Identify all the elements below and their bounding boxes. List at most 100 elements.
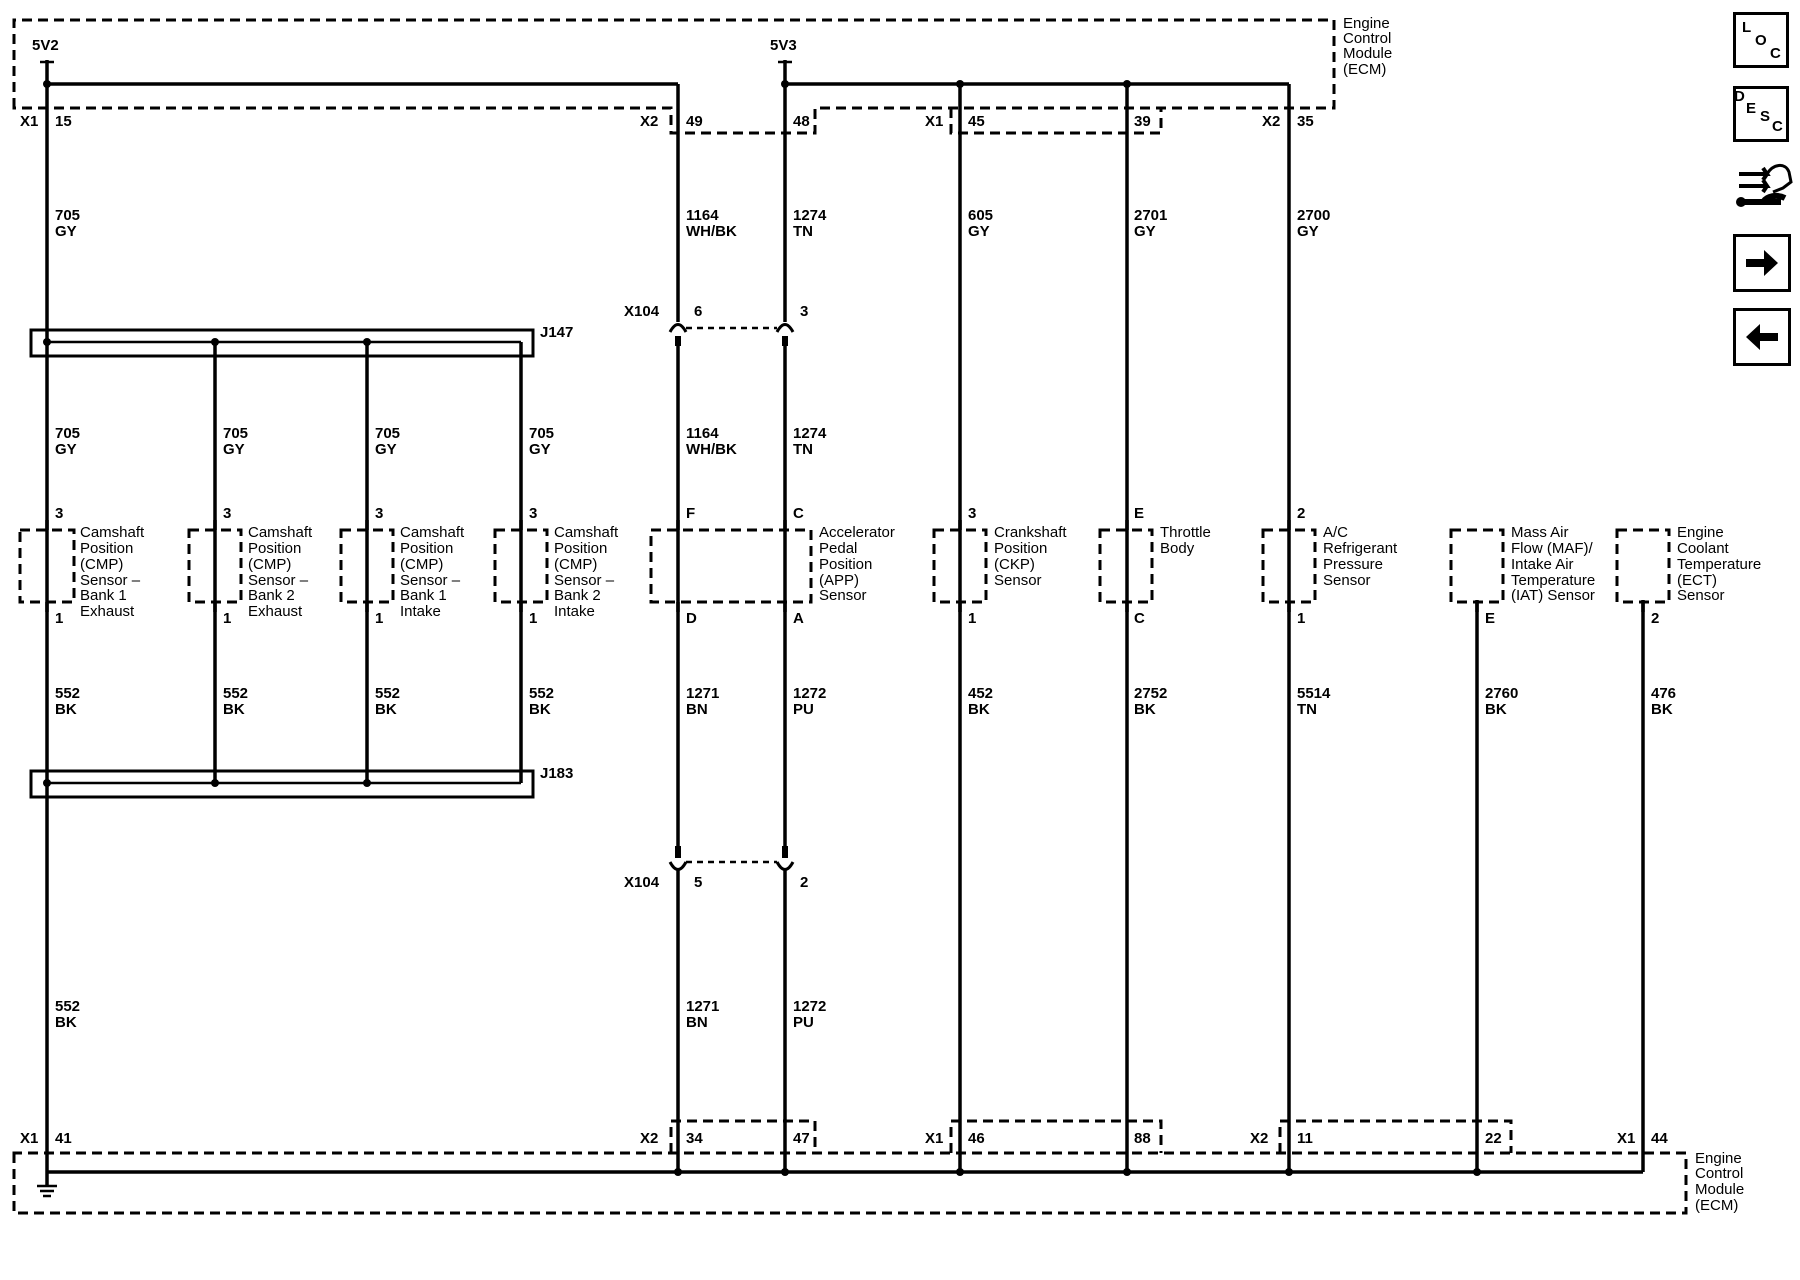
arrow-right-icon xyxy=(1746,250,1778,276)
x104-pin-bottom-left: 5 xyxy=(694,874,702,891)
arrow-left-icon xyxy=(1746,324,1778,350)
wire-1271-bot-color: BN xyxy=(686,1014,708,1031)
bot-pin-88: 88 xyxy=(1134,1130,1151,1147)
wire-1274-top-color: TN xyxy=(793,223,813,240)
x104-pin-top-right: 3 xyxy=(800,303,808,320)
cmp-b1-exh-name-3: (CMP) xyxy=(80,556,123,573)
x104-pin-top-left: 6 xyxy=(694,303,702,320)
cmp-b1-int-name-2: Position xyxy=(400,540,453,557)
ecm-top-pins: X1 15 X2 49 48 X1 45 39 X2 35 xyxy=(20,113,1314,130)
ecm-name-bottom-1: Engine xyxy=(1695,1150,1742,1167)
top-conn-x2-a: X2 xyxy=(640,113,658,130)
cmp-b2-exh-pin-bottom: 1 xyxy=(223,610,231,627)
wire-1164-top-num: 1164 xyxy=(686,207,719,224)
component-cmp-b2-intake: 3 1 Camshaft Position (CMP) Sensor – Ban… xyxy=(493,505,619,627)
wire-2701-num: 2701 xyxy=(1134,207,1167,224)
cmp-b1-int-name-1: Camshaft xyxy=(400,524,465,541)
cmp-b2-exh-name-5: Bank 2 xyxy=(248,587,295,604)
ckp-name-2: Position xyxy=(994,540,1047,557)
bot-pin-46: 46 xyxy=(968,1130,985,1147)
wire-476-num: 476 xyxy=(1651,685,1676,702)
app-pin-f: F xyxy=(686,505,695,522)
desc-button[interactable]: D E S C xyxy=(1733,86,1789,142)
desc-letter-d: D xyxy=(1734,88,1745,105)
wire-labels: 705 GY 1164 WH/BK 1274 TN 605 GY 2701 GY… xyxy=(55,207,1676,1031)
component-ckp-sensor: 3 1 Crankshaft Position (CKP) Sensor xyxy=(932,505,1067,627)
wire-1272-mid-num: 1272 xyxy=(793,685,826,702)
next-button[interactable] xyxy=(1733,234,1791,292)
loc-letter-c: C xyxy=(1770,45,1781,62)
ground-symbol xyxy=(37,1168,1481,1198)
desc-letter-e: E xyxy=(1746,100,1757,117)
wire-705-main-num: 705 xyxy=(55,207,80,224)
wire-552-b-color: BK xyxy=(223,701,245,718)
power-rail-5v3: 5V3 xyxy=(770,37,1289,88)
wire-1274-mid-num: 1274 xyxy=(793,425,827,442)
wire-1271-bot-num: 1271 xyxy=(686,998,719,1015)
bot-pin-44: 44 xyxy=(1651,1130,1668,1147)
wire-1164-mid-num: 1164 xyxy=(686,425,719,442)
splice-j183: J183 xyxy=(29,765,573,799)
wire-1272-mid-color: PU xyxy=(793,701,814,718)
bot-pin-34: 34 xyxy=(686,1130,703,1147)
component-cmp-b1-intake: 3 1 Camshaft Position (CMP) Sensor – Ban… xyxy=(339,505,465,627)
wire-1272-bot-num: 1272 xyxy=(793,998,826,1015)
cmp-b2-int-pin-top: 3 xyxy=(529,505,537,522)
bot-pin-11: 11 xyxy=(1297,1130,1313,1147)
ckp-name-4: Sensor xyxy=(994,572,1042,589)
splice-label-j183: J183 xyxy=(540,765,573,782)
wire-2760-color: BK xyxy=(1485,701,1507,718)
ecm-bottom-pins: X1 41 X2 34 47 X1 46 88 X2 11 22 X1 44 xyxy=(20,1130,1668,1147)
wire-552-b-num: 552 xyxy=(223,685,248,702)
cmp-b2-exh-name-3: (CMP) xyxy=(248,556,291,573)
cmp-b1-exh-name-1: Camshaft xyxy=(80,524,145,541)
wire-705-d-num: 705 xyxy=(529,425,554,442)
splice-j147: J147 xyxy=(29,324,573,358)
wire-452-color: BK xyxy=(968,701,990,718)
wire-452-num: 452 xyxy=(968,685,993,702)
cmp-b2-int-pin-bottom: 1 xyxy=(529,610,537,627)
wire-1271-mid-color: BN xyxy=(686,701,708,718)
cmp-b2-int-name-1: Camshaft xyxy=(554,524,619,541)
connector-end-view-icon[interactable] xyxy=(1733,158,1793,222)
wire-5514-num: 5514 xyxy=(1297,685,1331,702)
ac-name-2: Refrigerant xyxy=(1323,540,1398,557)
bot-conn-x1-b: X1 xyxy=(925,1130,943,1147)
top-pin-45: 45 xyxy=(968,113,985,130)
top-conn-x1-a: X1 xyxy=(20,113,38,130)
ckp-pin-bottom: 1 xyxy=(968,610,976,627)
component-maf-iat-sensor: E Mass Air Flow (MAF)/ Intake Air Temper… xyxy=(1449,524,1595,627)
component-ect-sensor: 2 Engine Coolant Temperature (ECT) Senso… xyxy=(1615,524,1761,627)
cmp-b1-int-pin-bottom: 1 xyxy=(375,610,383,627)
ect-name-1: Engine xyxy=(1677,524,1724,541)
wire-2701-color: GY xyxy=(1134,223,1156,240)
ac-name-4: Sensor xyxy=(1323,572,1371,589)
loc-letter-l: L xyxy=(1742,19,1752,36)
app-name-2: Pedal xyxy=(819,540,857,557)
wire-1274-mid-color: TN xyxy=(793,441,813,458)
wire-1271-mid-num: 1271 xyxy=(686,685,719,702)
cmp-b1-exh-pin-top: 3 xyxy=(55,505,63,522)
wire-476-color: BK xyxy=(1651,701,1673,718)
prev-button[interactable] xyxy=(1733,308,1791,366)
ect-name-2: Coolant xyxy=(1677,540,1730,557)
wire-1164-mid-color: WH/BK xyxy=(686,441,737,458)
wire-552-c-num: 552 xyxy=(375,685,400,702)
cmp-b2-exh-pin-top: 3 xyxy=(223,505,231,522)
top-pin-15: 15 xyxy=(55,113,72,130)
cmp-b2-exh-name-1: Camshaft xyxy=(248,524,313,541)
cmp-b1-exh-name-5: Bank 1 xyxy=(80,587,127,604)
ckp-pin-top: 3 xyxy=(968,505,976,522)
loc-button[interactable]: L O C xyxy=(1733,12,1789,68)
cmp-b2-exh-name-6: Exhaust xyxy=(248,603,303,620)
top-pin-48: 48 xyxy=(793,113,810,130)
wire-552-a-num: 552 xyxy=(55,685,80,702)
cmp-b2-exh-name-4: Sensor – xyxy=(248,572,309,589)
bot-conn-x2-a: X2 xyxy=(640,1130,658,1147)
cmp-b2-int-name-6: Intake xyxy=(554,603,595,620)
inline-connector-x104-bottom: X104 5 2 xyxy=(624,846,808,891)
bot-pin-22: 22 xyxy=(1485,1130,1502,1147)
desc-letter-c: C xyxy=(1772,118,1783,135)
throttle-pin-bottom: C xyxy=(1134,610,1145,627)
ecm-bottom-boundary: Engine Control Module (ECM) xyxy=(12,1119,1744,1215)
